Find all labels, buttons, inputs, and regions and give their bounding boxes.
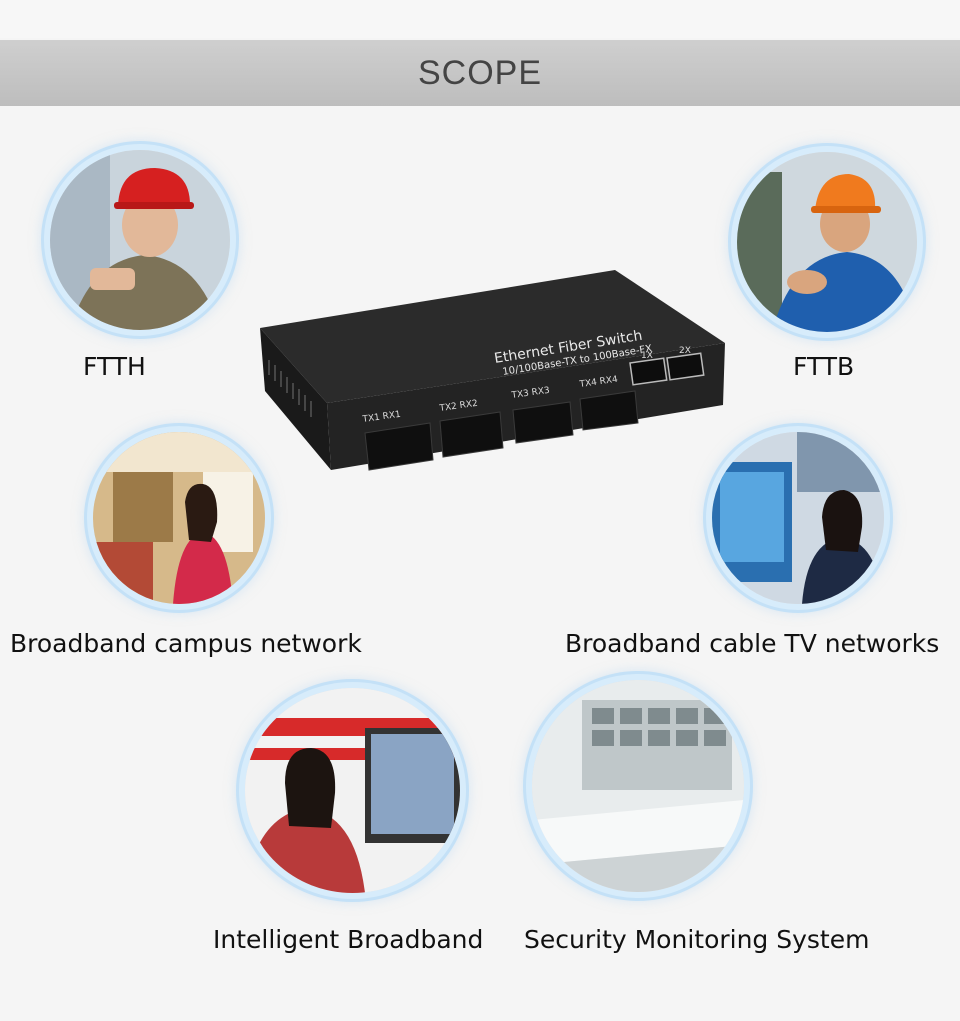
fiber-port-3: [512, 401, 574, 444]
fttb-photo: [737, 152, 917, 332]
campus-photo: [93, 432, 265, 604]
security-label: Security Monitoring System: [524, 925, 870, 954]
fiber-switch-drawing: Ethernet Fiber Switch 10/100Base-TX to 1…: [260, 270, 725, 471]
campus-label: Broadband campus network: [10, 629, 362, 658]
header-bar: SCOPE: [0, 40, 960, 106]
fiber-port-1: [364, 422, 434, 471]
rj45-port-2: [666, 352, 705, 381]
ftth-photo: [50, 150, 230, 330]
page-title: SCOPE: [417, 53, 543, 92]
cable-tv-label: Broadband cable TV networks: [565, 629, 940, 658]
top-strip: [0, 0, 960, 38]
campus-photo-illustration: [93, 432, 265, 604]
rj45-label-2: 2X: [679, 346, 691, 356]
fiber-switch-image: Ethernet Fiber Switch 10/100Base-TX to 1…: [255, 265, 730, 480]
cable-tv-photo: [712, 432, 884, 604]
fttb-photo-illustration: [737, 152, 917, 332]
intelligent-label: Intelligent Broadband: [213, 925, 484, 954]
rj45-port-1: [629, 357, 668, 386]
ftth-photo-illustration: [50, 150, 230, 330]
ftth-label: FTTH: [83, 352, 146, 381]
intelligent-photo: [245, 688, 460, 893]
intelligent-photo-illustration: [245, 688, 460, 893]
fiber-port-2: [439, 411, 504, 458]
security-photo: [532, 680, 744, 892]
fiber-port-4: [579, 390, 639, 431]
cable-tv-photo-illustration: [712, 432, 884, 604]
security-photo-illustration: [532, 680, 744, 892]
rj45-label-1: 1X: [641, 351, 653, 361]
fttb-label: FTTB: [793, 352, 855, 381]
